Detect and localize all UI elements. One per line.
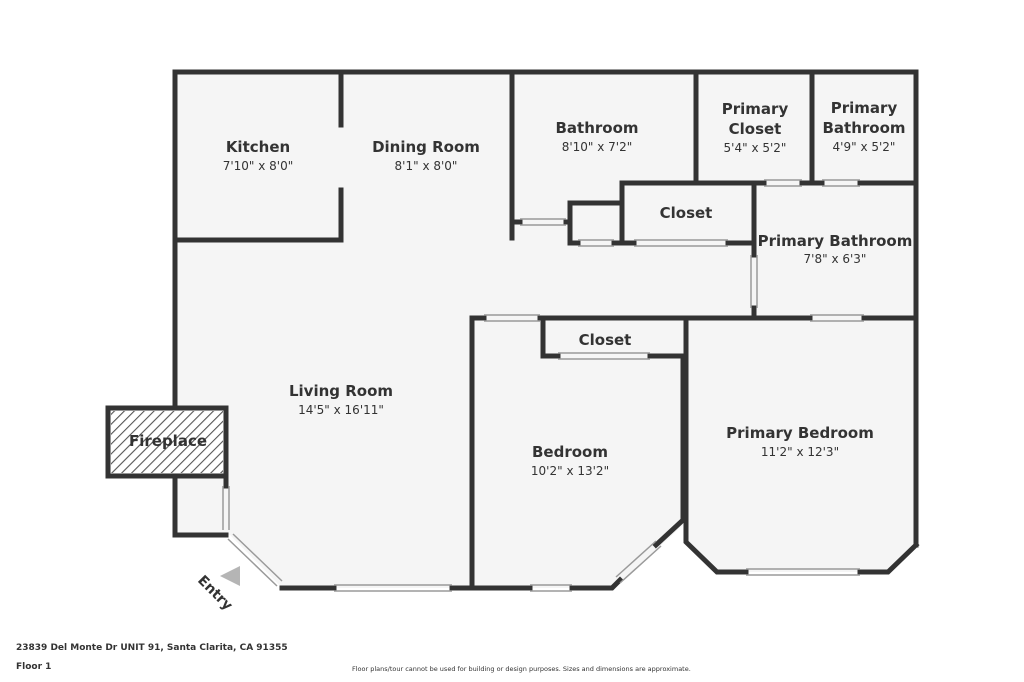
- primary-bath-dims: 7'8" x 6'3": [804, 252, 867, 266]
- primary-bedroom-dims: 11'2" x 12'3": [761, 445, 839, 459]
- kitchen-name: Kitchen: [226, 138, 290, 156]
- dining-name: Dining Room: [372, 138, 480, 156]
- floor-area: [108, 72, 916, 588]
- door-entry: [227, 538, 278, 587]
- window-bedroom-angled: [615, 540, 657, 578]
- bathroom-name: Bathroom: [555, 119, 638, 137]
- disclaimer-text: Floor plans/tour cannot be used for buil…: [352, 665, 691, 673]
- fireplace-hatch: [111, 411, 223, 473]
- living-dims: 14'5" x 16'11": [298, 403, 384, 417]
- openings: [222, 179, 864, 592]
- primary-bedroom-name: Primary Bedroom: [726, 424, 874, 442]
- primary-bath-small-name-1: Primary: [831, 99, 898, 117]
- floor-label: Floor 1: [16, 662, 52, 672]
- room-labels: Kitchen 7'10" x 8'0" Dining Room 8'1" x …: [129, 99, 912, 614]
- bedroom-dims: 10'2" x 13'2": [531, 464, 609, 478]
- primary-closet-name-1: Primary: [722, 100, 789, 118]
- living-name: Living Room: [289, 382, 393, 400]
- closet-lower-name: Closet: [579, 331, 632, 349]
- dining-dims: 8'1" x 8'0": [395, 159, 458, 173]
- entry-arrow-icon: [220, 566, 240, 586]
- primary-bath-small-name-2: Bathroom: [822, 119, 905, 137]
- bedroom-name: Bedroom: [532, 443, 608, 461]
- bathroom-dims: 8'10" x 7'2": [562, 140, 633, 154]
- primary-bath-name: Primary Bathroom: [758, 232, 913, 250]
- primary-closet-name-2: Closet: [729, 120, 782, 138]
- closet-upper-name: Closet: [660, 204, 713, 222]
- fireplace-name: Fireplace: [129, 432, 207, 450]
- address-text: 23839 Del Monte Dr UNIT 91, Santa Clarit…: [16, 643, 288, 653]
- primary-closet-dims: 5'4" x 5'2": [724, 141, 787, 155]
- walls: [105, 69, 920, 591]
- kitchen-dims: 7'10" x 8'0": [223, 159, 294, 173]
- primary-bath-small-dims: 4'9" x 5'2": [833, 140, 896, 154]
